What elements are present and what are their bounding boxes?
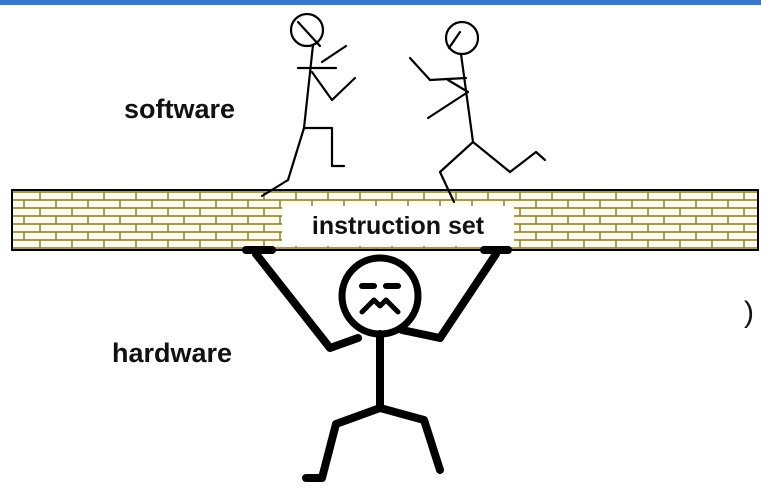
software-label: software (124, 94, 235, 125)
edge-paren-glyph: ) (744, 296, 754, 330)
software-figure-right (410, 22, 545, 202)
hardware-label: hardware (112, 338, 232, 369)
software-figure-left (262, 14, 355, 196)
instruction-set-label: instruction set (282, 206, 514, 246)
hardware-figure (246, 250, 508, 478)
